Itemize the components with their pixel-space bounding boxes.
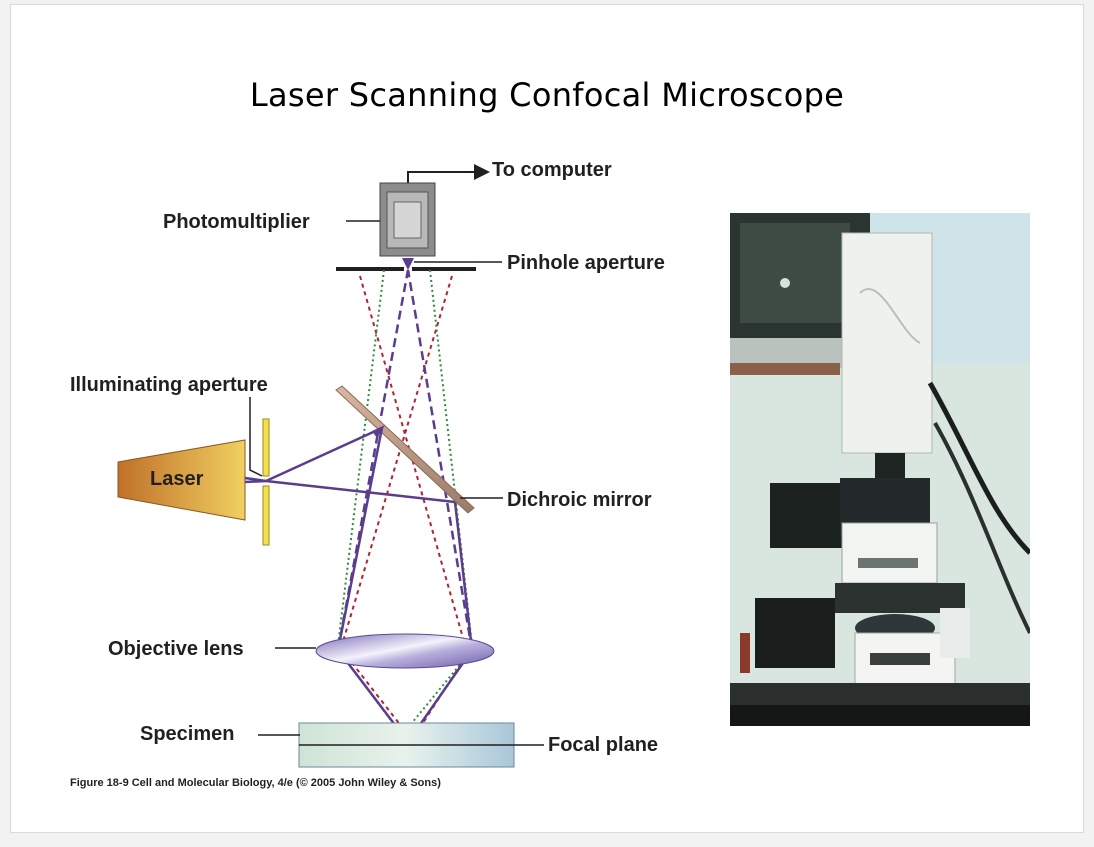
photomultiplier-box — [379, 182, 436, 257]
pinhole-aperture-label: Pinhole aperture — [507, 252, 665, 274]
illuminating-aperture — [262, 418, 270, 546]
page-title: Laser Scanning Confocal Microscope — [249, 76, 845, 114]
beam-arrowhead-icon — [402, 258, 414, 270]
beam-arrowhead-icon — [372, 425, 385, 438]
to-computer-arrow — [407, 164, 490, 183]
leader-lines — [249, 220, 544, 746]
photomultiplier-label: Photomultiplier — [163, 211, 310, 233]
laser-source — [117, 439, 246, 521]
to-computer-label: To computer — [492, 159, 612, 181]
dichroic-mirror-label: Dichroic mirror — [507, 489, 652, 511]
focal-plane-label: Focal plane — [548, 734, 658, 756]
out-of-focus-rays-red — [341, 275, 471, 742]
objective-lens-label: Objective lens — [108, 638, 244, 660]
detector-box-image — [770, 483, 845, 548]
objective-lens — [315, 633, 495, 669]
scan-head-image — [841, 232, 933, 454]
pinhole-aperture-plate — [336, 267, 476, 271]
figure-caption: Figure 18-9 Cell and Molecular Biology, … — [70, 777, 441, 789]
microscope-photo — [730, 213, 1030, 726]
laser-label: Laser — [150, 468, 204, 490]
dichroic-mirror — [335, 385, 475, 514]
specimen-label: Specimen — [140, 723, 234, 745]
illuminating-aperture-label: Illuminating aperture — [70, 374, 268, 396]
